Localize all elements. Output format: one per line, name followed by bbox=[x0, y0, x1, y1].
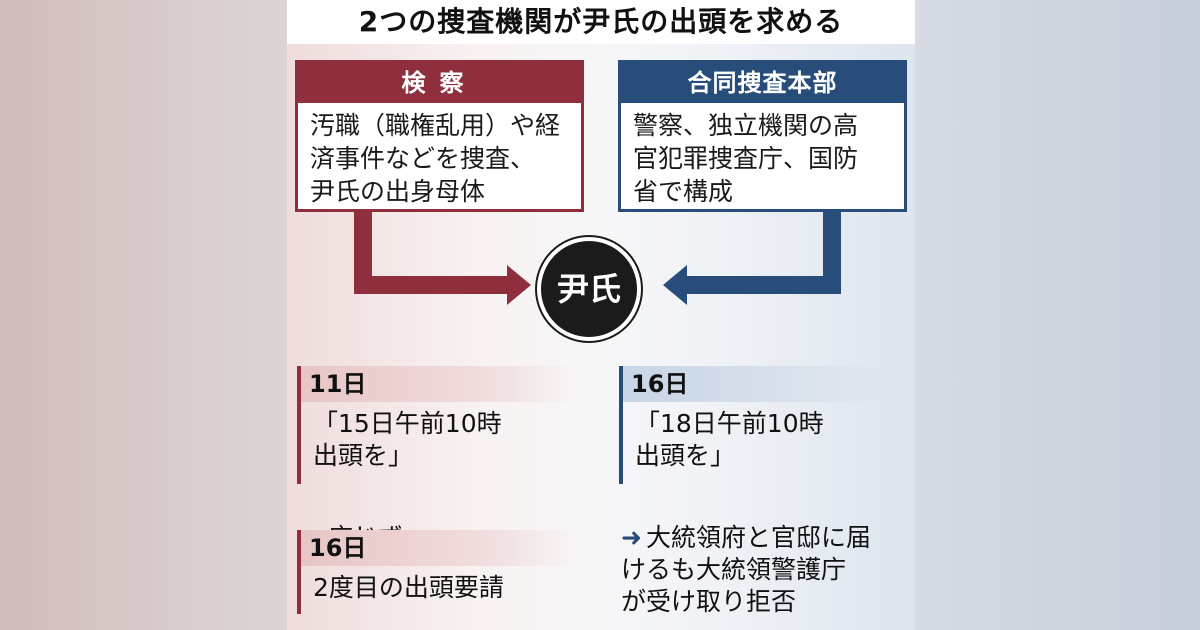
right-flow-arrow bbox=[679, 212, 841, 294]
diagram-title: 2つの捜査機関が尹氏の出頭を求める bbox=[287, 0, 915, 44]
yoon-circle: 尹氏 bbox=[537, 237, 641, 341]
right-date: 16日 bbox=[623, 366, 899, 402]
left-first-date-block: 11日 「15日午前10時 出頭を」 bbox=[297, 366, 577, 484]
left-first-request: 「15日午前10時 出頭を」 bbox=[313, 409, 502, 470]
prosecution-title: 検察 bbox=[298, 63, 581, 103]
joint-investigation-box: 合同捜査本部 警察、独立機関の高 官犯罪捜査庁、国防 省で構成 bbox=[618, 60, 907, 212]
left-flow-arrow bbox=[354, 212, 515, 294]
joint-investigation-description: 警察、独立機関の高 官犯罪捜査庁、国防 省で構成 bbox=[633, 111, 859, 206]
left-arrowhead-icon bbox=[507, 265, 531, 305]
right-date-block: 16日 「18日午前10時 出頭を」 bbox=[619, 366, 899, 484]
right-arrow-icon: ➜ bbox=[621, 523, 642, 552]
diagram-panel: 2つの捜査機関が尹氏の出頭を求める 検察 汚職（職権乱用）や経 済事件などを捜査… bbox=[287, 0, 915, 630]
right-result: ➜大統領府と官邸に届 けるも大統領警護庁 が受け取り拒否 bbox=[621, 490, 911, 618]
right-result-text: 大統領府と官邸に届 けるも大統領警護庁 が受け取り拒否 bbox=[621, 523, 871, 616]
right-arrowhead-icon bbox=[663, 265, 687, 305]
prosecution-box: 検察 汚職（職権乱用）や経 済事件などを捜査、 尹氏の出身母体 bbox=[295, 60, 584, 212]
left-second-date-block: 16日 2度目の出頭要請 bbox=[297, 530, 577, 614]
left-first-date: 11日 bbox=[301, 366, 577, 402]
left-second-request: 2度目の出頭要請 bbox=[313, 573, 504, 602]
right-request: 「18日午前10時 出頭を」 bbox=[635, 409, 824, 470]
prosecution-description: 汚職（職権乱用）や経 済事件などを捜査、 尹氏の出身母体 bbox=[310, 111, 561, 206]
joint-investigation-title: 合同捜査本部 bbox=[621, 63, 904, 103]
left-second-date: 16日 bbox=[301, 530, 577, 566]
flow-arrows bbox=[354, 212, 841, 305]
